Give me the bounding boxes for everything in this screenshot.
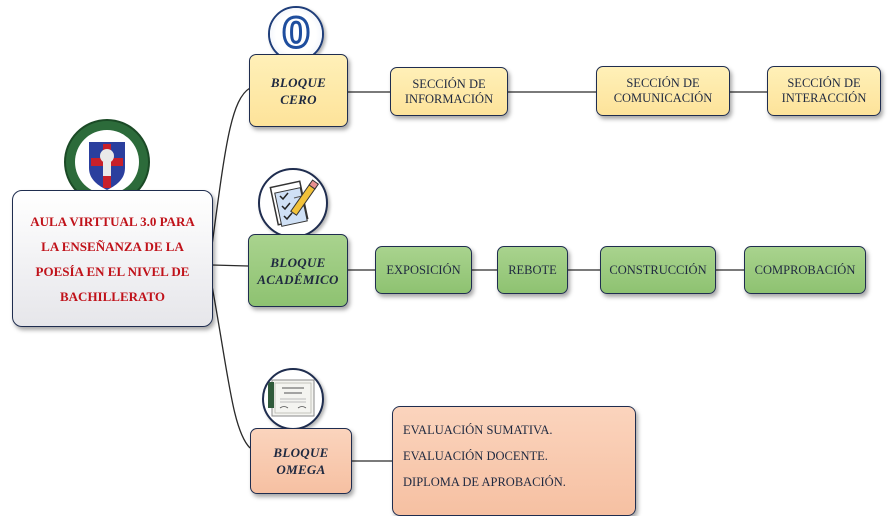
omega-list: EVALUACIÓN SUMATIVA. EVALUACIÓN DOCENTE.… [392, 406, 636, 516]
root-line-4: BACHILLERATO [60, 288, 165, 304]
bloque-omega: BLOQUE OMEGA [250, 428, 352, 494]
bloque-academico-line-2: ACADÉMICO [257, 271, 339, 287]
seccion-informacion-line-2: INFORMACIÓN [404, 91, 494, 106]
root-node: AULA VIRTTUAL 3.0 PARA LA ENSEÑANZA DE L… [12, 190, 213, 327]
omega-item-2: EVALUACIÓN DOCENTE. [403, 449, 548, 463]
root-line-2: LA ENSEÑANZA DE LA [41, 238, 184, 254]
omega-item-3: DIPLOMA DE APROBACIÓN. [403, 475, 566, 489]
rebote: REBOTE [497, 246, 568, 294]
zero-badge-icon: 0 [268, 6, 324, 62]
bloque-cero: BLOQUE CERO [249, 54, 348, 127]
bloque-academico: BLOQUE ACADÉMICO [248, 234, 348, 307]
rebote-label: REBOTE [508, 262, 557, 277]
seccion-interaccion: SECCIÓN DE INTERACCIÓN [767, 66, 881, 116]
bloque-cero-line-2: CERO [280, 91, 317, 107]
diploma-icon [262, 368, 324, 430]
construccion-label: CONSTRUCCIÓN [609, 262, 707, 277]
seccion-interaccion-line-2: INTERACCIÓN [781, 91, 867, 105]
seccion-comunicacion-line-1: SECCIÓN DE [626, 76, 700, 90]
root-line-3: POESÍA EN EL NIVEL DE [35, 263, 190, 279]
exposicion: EXPOSICIÓN [375, 246, 472, 294]
omega-item-1: EVALUACIÓN SUMATIVA. [403, 423, 553, 437]
seccion-comunicacion-line-2: COMUNICACIÓN [613, 91, 713, 105]
comprobacion-label: COMPROBACIÓN [754, 262, 856, 277]
comprobacion: COMPROBACIÓN [744, 246, 866, 294]
seccion-interaccion-line-1: SECCIÓN DE [787, 76, 861, 90]
bloque-omega-line-2: OMEGA [276, 462, 326, 477]
exposicion-label: EXPOSICIÓN [386, 262, 461, 277]
seccion-informacion: SECCIÓN DE INFORMACIÓN [390, 67, 508, 116]
seccion-informacion-line-1: SECCIÓN DE [412, 76, 486, 91]
zero-badge-text: 0 [270, 8, 322, 60]
bloque-omega-line-1: BLOQUE [273, 445, 329, 460]
checklist-pencil-icon [258, 168, 328, 238]
bloque-academico-line-1: BLOQUE [270, 254, 326, 270]
bloque-cero-line-1: BLOQUE [270, 74, 327, 90]
root-line-1: AULA VIRTTUAL 3.0 PARA [30, 213, 195, 229]
construccion: CONSTRUCCIÓN [600, 246, 716, 294]
seccion-comunicacion: SECCIÓN DE COMUNICACIÓN [596, 66, 730, 116]
